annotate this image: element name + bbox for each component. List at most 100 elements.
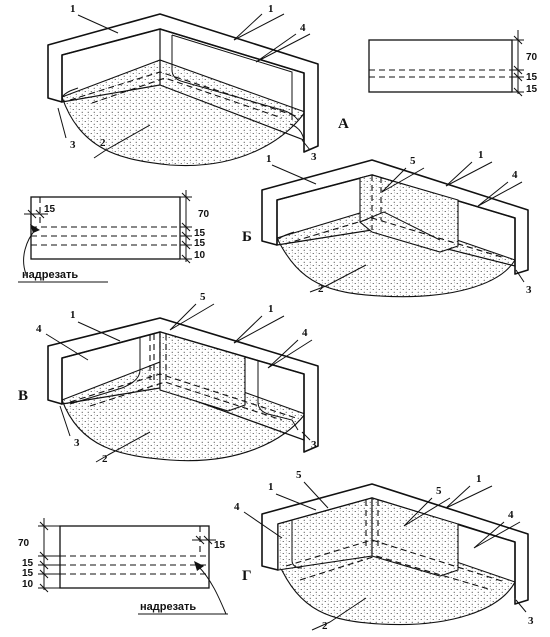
corner-fold-v	[149, 332, 167, 388]
wall-a-right-face	[159, 28, 305, 141]
dimension-small-b	[24, 209, 48, 219]
cut-leader-g	[197, 565, 227, 615]
cut-note-g: надрезать	[140, 601, 196, 613]
label-2: 2	[322, 620, 328, 632]
label-3: 3	[311, 439, 317, 451]
label-4: 4	[234, 501, 240, 513]
leader-4	[473, 521, 521, 549]
sheet-scheme-b	[30, 196, 181, 260]
leader-1	[445, 161, 493, 187]
fold-lines-scheme-g	[60, 526, 209, 575]
leader-2	[309, 264, 367, 293]
leader-5	[169, 303, 215, 331]
sheet-scheme-a	[368, 39, 513, 93]
leader-2	[93, 124, 151, 159]
label-4: 4	[36, 323, 42, 335]
label-3: 3	[70, 139, 76, 151]
dimension-15: 15	[194, 228, 206, 239]
leader-4	[255, 33, 311, 63]
label-2: 2	[318, 283, 324, 295]
leader-1	[77, 14, 119, 34]
leader-4	[267, 339, 313, 369]
variant-label-b: Б	[242, 229, 252, 245]
fold-line-g	[285, 539, 506, 583]
figure-b: 1 5 1 4 2 3 Б 15 70 15 15 10 надрезать	[18, 149, 532, 298]
corner-a-right	[289, 123, 305, 141]
label-5: 5	[410, 155, 416, 167]
sheet-scheme-g	[59, 525, 210, 589]
figure-v: 1 5 1 4 4 3 2 3 В	[18, 291, 319, 465]
label-1: 1	[268, 3, 274, 15]
leader-3	[59, 405, 71, 437]
label-1: 1	[70, 309, 76, 321]
fold-line-a2	[91, 77, 283, 119]
leader-3	[515, 269, 525, 283]
variant-label-v: В	[18, 388, 28, 404]
sheet-a-outline	[171, 35, 299, 121]
wall-g-right-face	[457, 523, 516, 598]
fold-line-g2	[299, 555, 493, 591]
leader-2	[95, 431, 151, 463]
dimension-ticks-b	[181, 192, 191, 264]
fold-line-v	[69, 373, 297, 419]
dimension-ticks-a	[513, 35, 523, 97]
right-sheet-v	[257, 361, 299, 431]
dimension-70: 70	[526, 52, 538, 63]
label-1: 1	[268, 303, 274, 315]
label-5: 5	[296, 469, 302, 481]
variant-label-a: А	[338, 116, 349, 132]
variant-label-g: Г	[242, 568, 252, 584]
dimension-small-g	[192, 535, 216, 545]
dimension-70: 70	[198, 209, 210, 220]
corner-a-left	[61, 87, 79, 98]
leader-3	[301, 139, 311, 151]
floor-film-b	[276, 209, 516, 298]
edge-g	[291, 520, 303, 569]
dimension-15: 15	[526, 72, 538, 83]
leader-4	[45, 333, 89, 361]
label-4: 4	[512, 169, 518, 181]
leader-3	[57, 107, 67, 139]
leader-4	[243, 511, 283, 539]
dimension-15: 15	[526, 84, 538, 95]
label-1: 1	[70, 3, 76, 15]
label-2: 2	[102, 453, 108, 465]
leader-4	[477, 181, 523, 207]
leader-5	[381, 167, 425, 193]
dimension-line-g	[38, 518, 60, 590]
figure-g: 1 5 5 1 4 4 2 3 Г 15 70 15 15 10 надреза…	[18, 469, 534, 632]
dimension-15: 15	[194, 238, 206, 249]
leader-1	[271, 164, 317, 185]
leader-1	[233, 13, 285, 41]
leader-1	[77, 321, 121, 342]
leader-5	[403, 497, 451, 527]
fold-line-v2	[89, 381, 283, 421]
cut-arrow-b	[30, 224, 40, 233]
right-sheet-g	[371, 497, 459, 577]
label-3: 3	[311, 151, 317, 163]
floor-film-v	[61, 361, 306, 462]
fold-lines-scheme-a	[369, 69, 512, 78]
corner-b-left	[276, 231, 295, 241]
dimension-15: 15	[214, 540, 226, 551]
fold-line-a	[69, 71, 297, 117]
label-1: 1	[476, 473, 482, 485]
label-4: 4	[300, 22, 306, 34]
fold-lines-scheme-b	[31, 197, 180, 246]
label-5: 5	[436, 485, 442, 497]
cut-note-b: надрезать	[22, 269, 78, 281]
corner-sheet-b	[359, 174, 459, 253]
label-1: 1	[266, 153, 272, 165]
leader-2	[311, 597, 367, 631]
label-2: 2	[100, 137, 106, 149]
dimension-ticks-g	[39, 521, 49, 593]
figure-a: 1 1 4 3 2 3 А 70 15 15	[47, 3, 538, 167]
label-4: 4	[508, 509, 514, 521]
fold-line-b	[284, 217, 506, 259]
floor-film-a	[61, 59, 306, 167]
sheet-b-bottom	[359, 211, 441, 241]
cut-arrow-g	[194, 561, 204, 571]
label-3: 3	[526, 284, 532, 296]
label-5: 5	[200, 291, 206, 303]
